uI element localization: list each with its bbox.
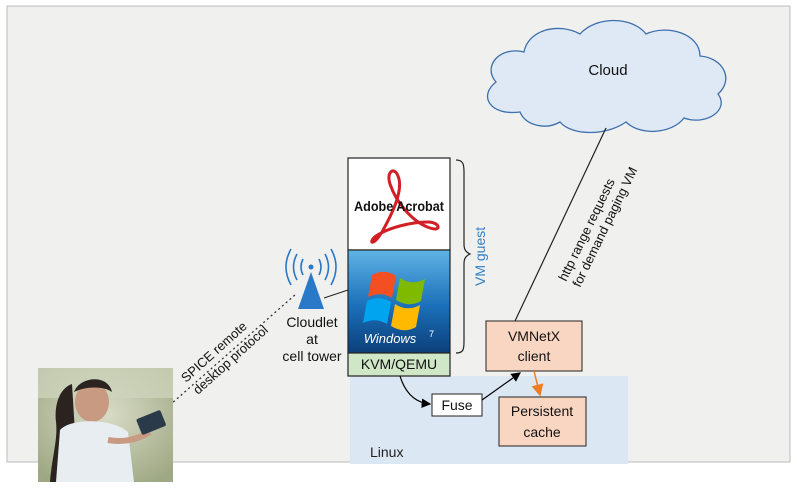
linux-label: Linux [370, 444, 403, 460]
cloud-shape [486, 19, 727, 134]
vmnetx-client-box [485, 320, 583, 372]
cloud-label: Cloud [588, 62, 627, 79]
kvm-qemu-box [347, 352, 451, 377]
kvm-qemu-label: KVM/QEMU [361, 356, 437, 372]
persistent-cache-box [498, 396, 587, 447]
cell-tower-icon [285, 248, 337, 309]
vmnetx-label-line1: VMNetX [508, 328, 561, 344]
vmnetx-label-line2: client [518, 348, 551, 364]
cloudlet-label-line2: at [306, 331, 318, 347]
fuse-box [431, 393, 483, 417]
tower-to-vm-line [323, 289, 349, 299]
fuse-to-vmnetx-arrow [481, 372, 521, 401]
vm-guest-brace [455, 159, 472, 354]
adobe-acrobat-text: Adobe Acrobat [354, 198, 444, 214]
cache-label-line2: cache [523, 424, 561, 440]
cloudlet-label-line3: cell tower [282, 348, 341, 364]
vm-guest-label: VM guest [472, 227, 488, 286]
windows-7-logo: Windows 7 [363, 271, 434, 346]
http-connection-line [514, 127, 607, 322]
windows-text: Windows [364, 331, 417, 346]
cache-label-line1: Persistent [511, 403, 573, 419]
cloudlet-label-line1: Cloudlet [286, 314, 337, 330]
fuse-label: Fuse [441, 397, 472, 413]
adobe-acrobat-logo: Adobe Acrobat [354, 169, 444, 244]
windows-version-text: 7 [429, 329, 434, 339]
person-with-tablet-photo [38, 368, 173, 482]
vmnetx-to-cache-arrow [531, 370, 544, 397]
kvm-to-fuse-arrow [399, 375, 432, 409]
